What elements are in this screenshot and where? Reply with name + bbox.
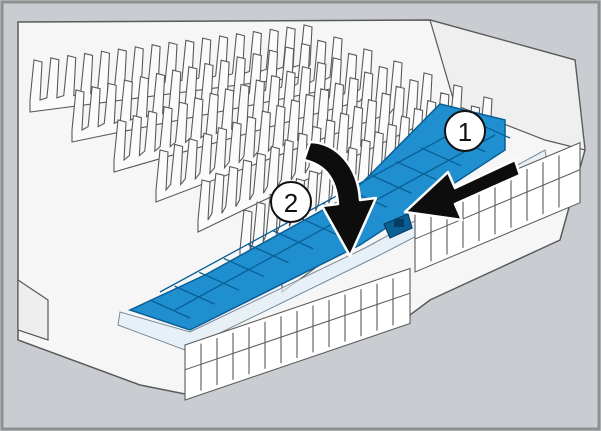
tray-crossbar: [371, 174, 412, 194]
step-callout-1: 1: [444, 110, 486, 152]
tray-crossbar: [223, 257, 265, 278]
latch-icon: [383, 213, 413, 239]
tray-crossbar: [272, 230, 314, 250]
tray-rail: [159, 117, 481, 293]
basket-left-tab: [17, 278, 49, 341]
step-number-1: 1: [458, 117, 472, 147]
tray-crossbar: [420, 147, 462, 167]
grate-panel: [184, 267, 411, 401]
basket-right-panel: [429, 19, 586, 151]
blue-tray: [127, 103, 506, 331]
tray-crossbar: [198, 271, 240, 291]
grate-bar: [185, 292, 410, 371]
tine-row: [155, 60, 403, 203]
step-number-2: 2: [284, 188, 298, 218]
tray-crossbar: [395, 160, 437, 181]
arrow-down-icon: [302, 140, 378, 258]
grate-bar: [415, 169, 580, 240]
front-grate: [184, 141, 581, 401]
tray-crossbar: [297, 216, 338, 236]
step-callout-2: 2: [270, 181, 312, 223]
tray-crossbar: [248, 244, 289, 264]
tray-crossbar: [149, 299, 191, 319]
tray-crossbar: [174, 285, 215, 305]
arrow-left-icon: [403, 158, 522, 222]
